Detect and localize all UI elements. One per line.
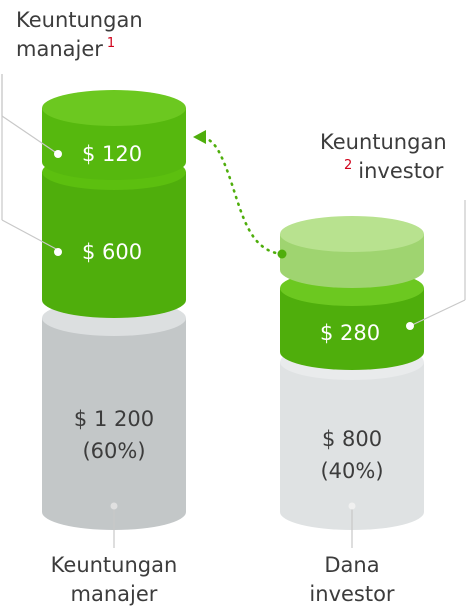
right-caption: Dana investor	[309, 553, 395, 606]
right-800-value: $ 800	[321, 427, 383, 451]
left-1200-value: $ 1 200	[73, 407, 155, 431]
marker-dots	[54, 150, 414, 510]
left-120-value: $ 120	[81, 142, 143, 166]
left-caption: Keuntungan manajer	[50, 553, 178, 606]
leader-lines	[1, 74, 466, 548]
note-1-marker: 1	[106, 36, 116, 51]
right-ghost-segment	[280, 216, 424, 288]
transfer-arrow	[193, 130, 287, 259]
left-600-value: $ 600	[81, 240, 143, 264]
right-280-value: $ 280	[319, 321, 381, 345]
note-2-marker: 2	[344, 158, 353, 173]
right-800-percent: (40%)	[320, 459, 384, 483]
left-120-segment	[42, 90, 186, 180]
left-1200-percent: (60%)	[82, 439, 146, 463]
